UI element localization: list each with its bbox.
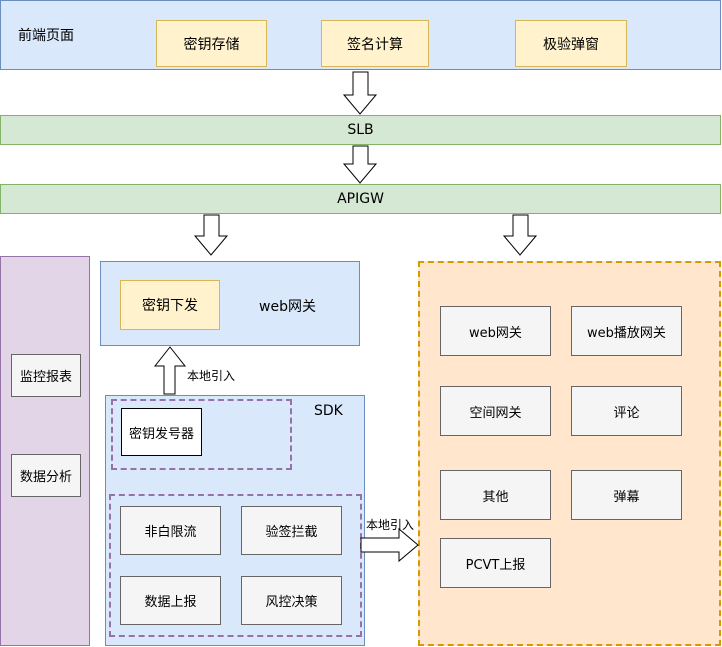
down-arrow-3 — [193, 214, 229, 256]
risk-decision-box: 风控决策 — [241, 576, 342, 625]
apigw-bar: APIGW — [0, 184, 721, 214]
up-arrow-local-import — [153, 346, 187, 395]
slb-bar: SLB — [0, 115, 721, 145]
non-whitelist-limit-box: 非白限流 — [120, 506, 221, 555]
services-panel: web网关 web播放网关 空间网关 评论 其他 弹幕 PCVT上报 — [418, 261, 721, 646]
service-danmaku: 弹幕 — [571, 470, 682, 520]
service-web-play-gateway: web播放网关 — [571, 306, 682, 356]
sdk-label: SDK — [314, 403, 343, 419]
captcha-popup-box: 极验弹窗 — [515, 20, 627, 67]
down-arrow-2 — [342, 145, 378, 184]
monitor-panel: 监控报表 数据分析 — [0, 256, 90, 646]
key-generator-box: 密钥发号器 — [121, 408, 202, 456]
service-other: 其他 — [440, 470, 551, 520]
frontend-panel: 前端页面 密钥存储 签名计算 极验弹窗 — [0, 0, 721, 70]
signature-intercept-box: 验签拦截 — [241, 506, 342, 555]
local-import-label-lower: 本地引入 — [366, 518, 415, 532]
key-generator-group — [111, 399, 292, 470]
key-storage-box: 密钥存储 — [156, 20, 267, 67]
monitor-report-box: 监控报表 — [11, 354, 81, 397]
down-arrow-4 — [502, 214, 538, 256]
local-import-label-upper: 本地引入 — [187, 369, 236, 383]
service-comment: 评论 — [571, 386, 682, 436]
right-arrow-local-import — [360, 527, 419, 563]
signature-calc-box: 签名计算 — [321, 20, 429, 67]
down-arrow-1 — [342, 71, 378, 115]
data-report-box: 数据上报 — [120, 576, 221, 625]
web-gateway-label: web网关 — [259, 299, 316, 315]
data-analysis-box: 数据分析 — [11, 454, 81, 497]
service-pcvt-report: PCVT上报 — [440, 538, 551, 588]
service-web-gateway: web网关 — [440, 306, 551, 356]
key-issue-box: 密钥下发 — [120, 280, 220, 330]
frontend-title: 前端页面 — [18, 28, 74, 44]
web-gateway-panel: 密钥下发 web网关 — [100, 261, 360, 346]
sdk-modules-group — [109, 494, 362, 637]
service-space-gateway: 空间网关 — [440, 386, 551, 436]
sdk-panel: SDK 密钥发号器 非白限流 验签拦截 数据上报 风控决策 — [105, 395, 365, 646]
